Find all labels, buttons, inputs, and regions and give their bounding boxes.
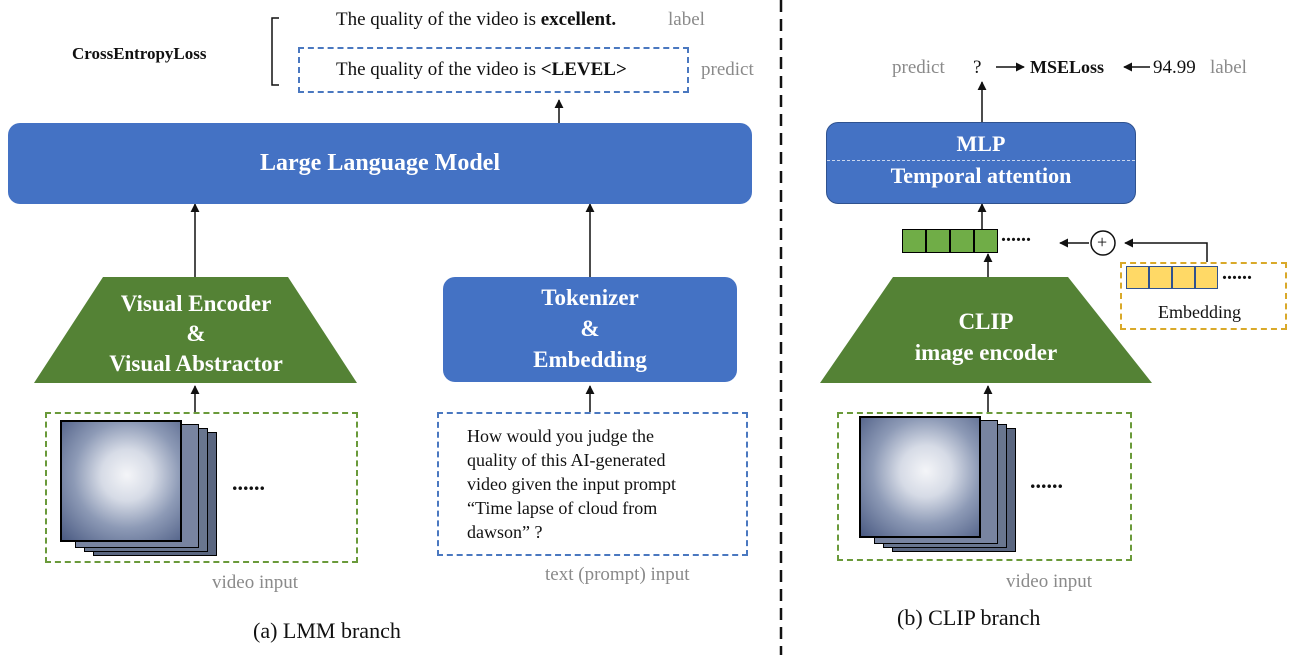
embedding-dots: ...... — [1222, 262, 1252, 284]
clip-video-dots: ...... — [1030, 468, 1063, 493]
cloud-image — [60, 420, 182, 542]
loss-bracket — [271, 17, 279, 86]
label-sentence: The quality of the video is — [336, 9, 541, 30]
video-dots: ...... — [232, 470, 265, 495]
mlp-label: MLP — [956, 131, 1006, 156]
arrow-embedding-to-plus — [1124, 238, 1208, 262]
visual-encoder-label: Visual Encoder & Visual Abstractor — [109, 291, 283, 376]
predict-box — [298, 47, 689, 93]
visual-encoder-shape — [34, 277, 357, 383]
video-input-box — [45, 412, 358, 563]
embedding-square — [1195, 266, 1218, 289]
clip-title: (b) CLIP branch — [897, 605, 1041, 630]
predict-sentence: The quality of the video is — [336, 59, 541, 80]
label-level: excellent. — [540, 9, 617, 30]
prompt-text: How would you judge the quality of this … — [467, 426, 676, 542]
predict-tag: predict — [701, 59, 754, 80]
llm-box: Large Language Model — [8, 123, 752, 204]
clip-video-frames — [859, 416, 1029, 556]
embedding-square — [1126, 266, 1149, 289]
embedding-square — [1149, 266, 1172, 289]
tokenizer-box: Tokenizer & Embedding — [443, 277, 737, 382]
lmm-title: (a) LMM branch — [253, 618, 401, 643]
clip-cloud-image — [859, 416, 981, 538]
embedding-label: Embedding — [1158, 302, 1241, 322]
clip-video-caption: video input — [1006, 571, 1093, 592]
video-frames — [60, 420, 230, 560]
clip-predict-tag: predict — [892, 57, 945, 78]
prompt-box — [437, 412, 748, 556]
token-square — [950, 229, 974, 253]
clip-video-input-box — [837, 412, 1132, 561]
text-caption: text (prompt) input — [545, 564, 690, 585]
video-caption: video input — [212, 572, 299, 593]
predict-level: <LEVEL> — [540, 59, 627, 80]
mlp-box: MLP Temporal attention — [826, 122, 1136, 204]
clip-predict-value: ? — [973, 57, 982, 78]
token-square — [974, 229, 998, 253]
clip-label-tag: label — [1210, 57, 1247, 78]
clip-encoder-shape — [820, 277, 1152, 383]
token-square — [902, 229, 926, 253]
embedding-square — [1172, 266, 1195, 289]
clip-encoder-label: CLIP image encoder — [914, 309, 1058, 365]
clip-label-value: 94.99 — [1153, 57, 1196, 78]
mse-loss: MSELoss — [1030, 57, 1105, 77]
token-dots: ...... — [1001, 224, 1031, 246]
loss-name: CrossEntropyLoss — [72, 44, 207, 63]
mlp-divider — [827, 160, 1135, 161]
add-circle-icon — [1090, 230, 1116, 256]
label-tag: label — [668, 9, 705, 30]
plus-symbol: + — [1097, 232, 1108, 252]
embedding-box — [1120, 262, 1287, 330]
token-square — [926, 229, 950, 253]
temporal-label: Temporal attention — [890, 163, 1072, 188]
